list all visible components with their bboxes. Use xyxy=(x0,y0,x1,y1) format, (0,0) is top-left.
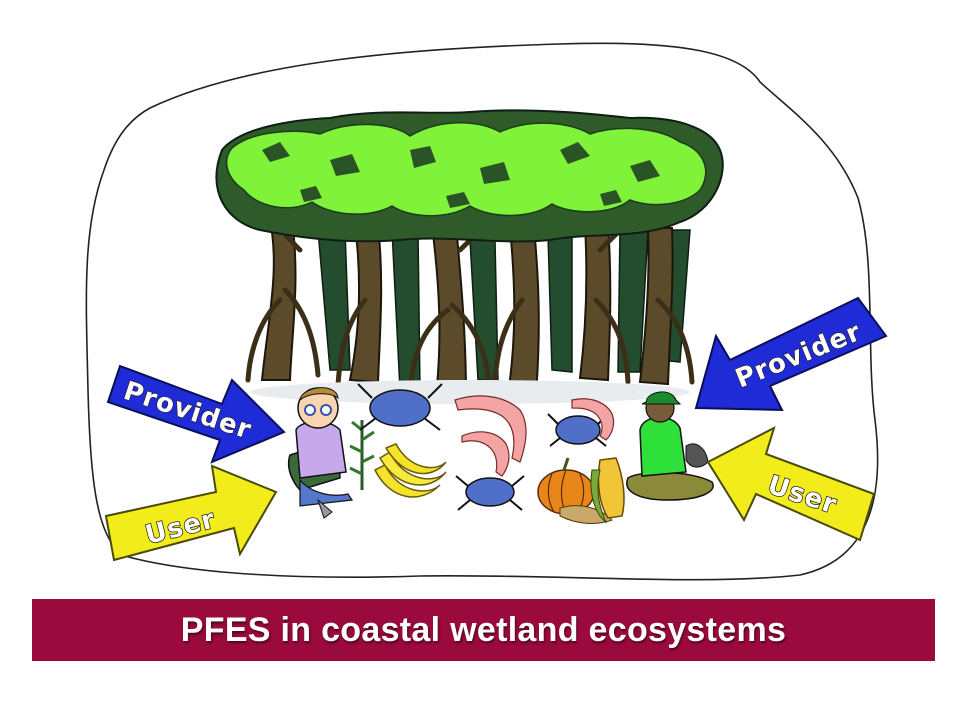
crab-icon xyxy=(357,383,609,511)
farmer-icon xyxy=(626,391,714,501)
mangrove-forest xyxy=(215,109,724,404)
corn-icon xyxy=(590,457,625,524)
user-arrow-right: User xyxy=(706,426,876,542)
title-banner: PFES in coastal wetland ecosystems xyxy=(32,599,935,661)
shrimp-icon xyxy=(454,395,615,477)
seedling-icon xyxy=(349,420,375,490)
ecosystem-boundary xyxy=(85,42,879,581)
banana-icon xyxy=(373,443,447,498)
provider-arrow-left: Provider xyxy=(106,364,286,464)
pumpkin-icon xyxy=(537,457,613,524)
banner-title: PFES in coastal wetland ecosystems xyxy=(180,610,787,649)
provider-arrow-right: Provider xyxy=(694,296,888,412)
child-planting-icon xyxy=(288,387,354,519)
user-arrow-left: User xyxy=(104,464,278,562)
